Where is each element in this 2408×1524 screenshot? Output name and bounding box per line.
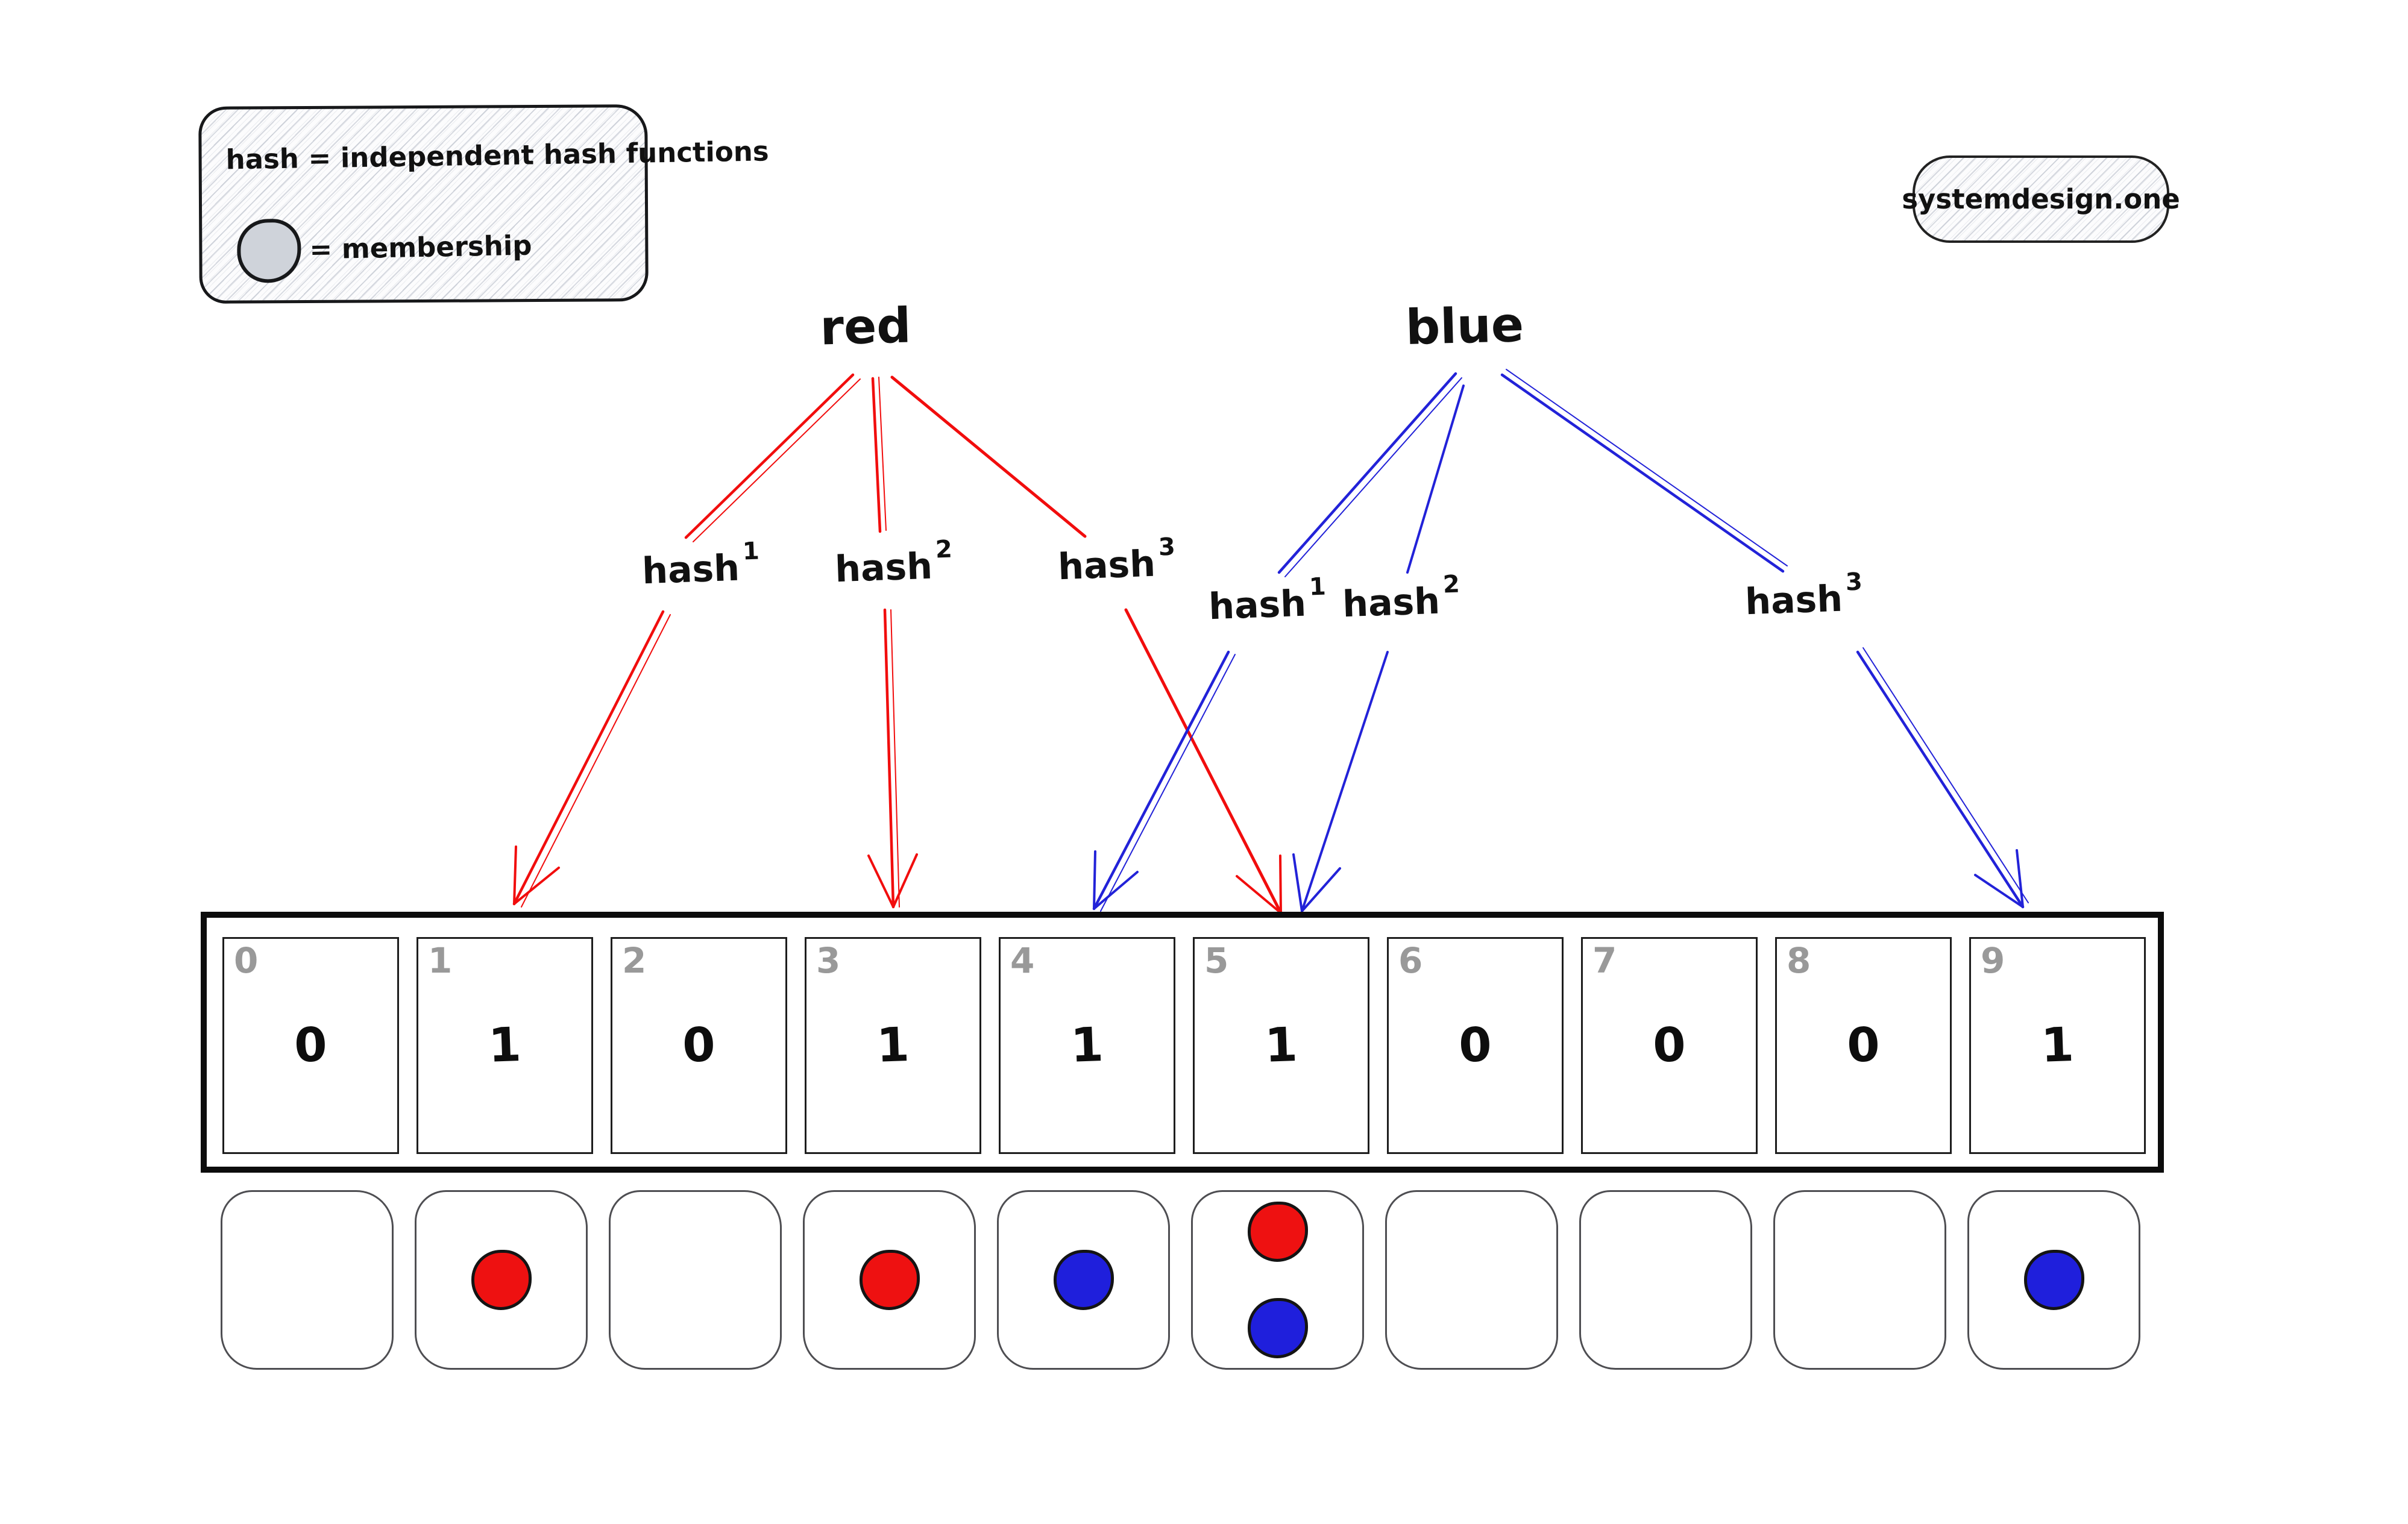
membership-box-9 — [1967, 1190, 2140, 1370]
membership-box-1 — [415, 1190, 588, 1370]
membership-circle-icon — [237, 219, 301, 283]
bit-index: 5 — [1204, 940, 1229, 981]
membership-box-3 — [803, 1190, 976, 1370]
membership-box-4 — [997, 1190, 1170, 1370]
bit-value: 1 — [875, 1018, 911, 1073]
legend-box: hash = independent hash functions = memb… — [198, 104, 769, 304]
blue-hash2-label: hash2 — [1342, 570, 1460, 626]
bit-index: 7 — [1592, 940, 1617, 981]
legend-hash-definition: hash = independent hash functions — [225, 135, 770, 176]
red-hash2-superscript: 2 — [935, 535, 953, 564]
arrow-red-hash3-to-bit5 — [890, 375, 1283, 915]
bit-index: 0 — [234, 940, 259, 981]
bit-index: 2 — [622, 940, 647, 981]
arrow-blue-hash3-to-bit9 — [1500, 369, 2029, 909]
membership-box-5 — [1191, 1190, 1364, 1370]
red-membership-dot — [471, 1250, 532, 1310]
red-hash1-superscript: 1 — [742, 537, 760, 566]
red-membership-dot — [1247, 1202, 1308, 1262]
bit-value: 1 — [487, 1018, 523, 1073]
arrow-red-hash1-to-bit1 — [512, 373, 861, 908]
bit-index: 1 — [428, 940, 453, 981]
blue-hash3-superscript: 3 — [1845, 568, 1863, 597]
blue-hash1-label: hash1 — [1208, 572, 1327, 629]
blue-membership-dot — [1247, 1298, 1308, 1358]
bit-value: 0 — [293, 1018, 329, 1073]
bit-value: 0 — [681, 1018, 717, 1073]
red-membership-dot — [859, 1250, 920, 1310]
membership-box-0 — [221, 1190, 394, 1370]
bit-value: 1 — [1069, 1018, 1105, 1073]
blue-hash2-superscript: 2 — [1442, 570, 1460, 599]
arrow-red-hash2-to-bit3 — [867, 377, 918, 909]
bit-value: 0 — [1457, 1018, 1493, 1073]
blue-hash1-superscript: 1 — [1309, 572, 1327, 601]
red-hash2-label: hash2 — [834, 535, 953, 591]
bit-index: 3 — [816, 940, 841, 981]
bit-value: 1 — [1263, 1018, 1299, 1073]
bit-value: 0 — [1846, 1018, 1881, 1073]
red-hash3-superscript: 3 — [1158, 533, 1176, 562]
bit-index: 4 — [1010, 940, 1035, 981]
membership-box-2 — [609, 1190, 782, 1370]
bit-value: 1 — [2040, 1018, 2075, 1073]
bit-index: 8 — [1787, 940, 1811, 981]
brand-badge-text: systemdesign.one — [1902, 183, 2180, 215]
blue-membership-dot — [2023, 1250, 2084, 1310]
key-label-blue: blue — [1404, 296, 1525, 356]
membership-box-6 — [1385, 1190, 1558, 1370]
membership-box-8 — [1773, 1190, 1946, 1370]
arrow-blue-hash1-to-bit4 — [1092, 372, 1462, 912]
bit-value: 0 — [1652, 1018, 1687, 1073]
red-hash3-label: hash3 — [1057, 533, 1176, 589]
bit-index: 6 — [1398, 940, 1423, 981]
red-hash1-label: hash1 — [641, 537, 760, 593]
legend-membership-label: = membership — [309, 229, 532, 266]
brand-badge: systemdesign.one — [1902, 155, 2180, 243]
bit-index: 9 — [1981, 940, 2005, 981]
blue-hash3-label: hash3 — [1744, 568, 1863, 624]
blue-membership-dot — [1053, 1250, 1114, 1310]
membership-box-7 — [1579, 1190, 1752, 1370]
key-label-red: red — [819, 297, 912, 356]
arrow-blue-hash2-to-bit5 — [1292, 384, 1465, 912]
